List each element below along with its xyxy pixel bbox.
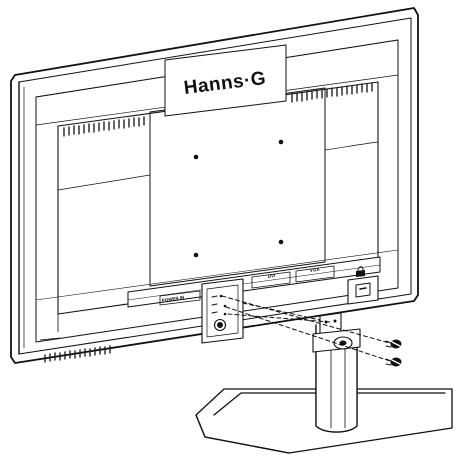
stand-neck	[315, 324, 358, 433]
power-in-label: POWER IN	[161, 295, 184, 303]
vesa-hole-top-left	[193, 154, 199, 160]
vesa-hole-top-right	[278, 139, 284, 145]
screw-top-icon	[385, 339, 402, 349]
dvi-label: DVI	[267, 273, 275, 279]
screw-bottom-icon	[385, 357, 402, 367]
brand-plate: Hanns·G	[164, 44, 287, 117]
hinge-bracket	[201, 278, 244, 344]
screws	[385, 339, 402, 367]
vga-label: VGA	[309, 267, 320, 273]
connector-strip	[127, 256, 381, 308]
alignment-guides	[221, 295, 394, 363]
vesa-hole-bottom-right	[278, 239, 284, 245]
vesa-holes	[193, 139, 284, 258]
vent-slots	[44, 82, 373, 363]
port-labels: POWER IN DVI VGA	[161, 267, 320, 303]
vesa-hole-bottom-left	[193, 252, 199, 258]
